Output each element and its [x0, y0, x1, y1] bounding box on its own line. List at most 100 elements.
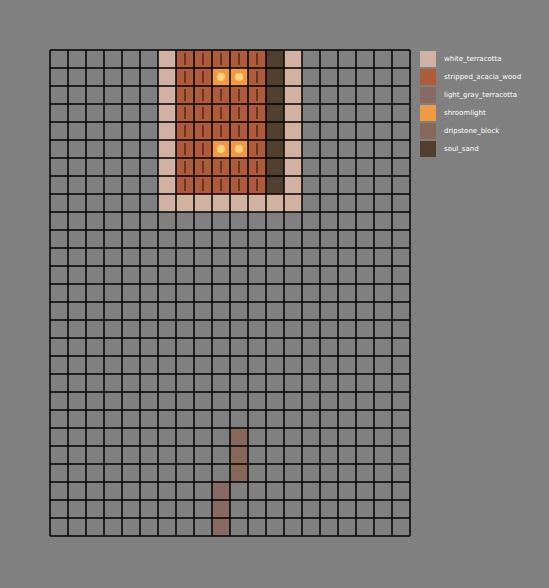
wood-grain	[184, 125, 185, 137]
block-cell	[230, 446, 248, 464]
block-cell	[266, 68, 284, 86]
block-cell	[194, 68, 212, 86]
grid-line	[211, 50, 213, 536]
block-cell	[212, 50, 230, 68]
legend-label: stripped_acacia_wood	[444, 73, 521, 81]
block-cell	[230, 428, 248, 446]
wood-grain	[238, 161, 239, 173]
block-cell	[212, 68, 230, 86]
block-cell	[176, 158, 194, 176]
grid-line	[247, 50, 249, 536]
block-cell	[266, 140, 284, 158]
wood-grain	[238, 125, 239, 137]
legend-label: white_terracotta	[444, 55, 502, 63]
block-cell	[194, 50, 212, 68]
legend-entry: soul_sand	[420, 140, 521, 158]
block-cell	[194, 194, 212, 212]
block-cell	[212, 176, 230, 194]
grid-line	[50, 85, 410, 87]
block-cell	[284, 122, 302, 140]
grid-line	[157, 50, 159, 536]
legend-swatch	[420, 123, 436, 139]
block-cell	[284, 86, 302, 104]
grid-line	[50, 157, 410, 159]
grid-line	[121, 50, 123, 536]
legend-entry: light_gray_terracotta	[420, 86, 521, 104]
grid-line	[175, 50, 177, 536]
grid-line	[409, 50, 411, 536]
block-cell	[284, 68, 302, 86]
block-cell	[284, 176, 302, 194]
block-cell	[230, 140, 248, 158]
grid-line	[50, 391, 410, 393]
block-cell	[194, 140, 212, 158]
grid-line	[50, 103, 410, 105]
grid-line	[50, 121, 410, 123]
grid-line	[391, 50, 393, 536]
grid-line	[50, 175, 410, 177]
block-cell	[248, 158, 266, 176]
shroomlight-glow	[235, 145, 243, 153]
shroomlight-glow	[235, 73, 243, 81]
wood-grain	[202, 161, 203, 173]
block-cell	[158, 104, 176, 122]
grid-line	[50, 193, 410, 195]
block-cell	[176, 140, 194, 158]
block-cell	[158, 86, 176, 104]
wood-grain	[220, 161, 221, 173]
block-cell	[212, 122, 230, 140]
block-cell	[248, 122, 266, 140]
block-cell	[176, 176, 194, 194]
grid-line	[50, 355, 410, 357]
wood-grain	[220, 89, 221, 101]
block-cell	[248, 140, 266, 158]
block-cell	[266, 194, 284, 212]
grid-line	[49, 50, 51, 536]
block-cell	[194, 104, 212, 122]
legend-label: shroomlight	[444, 109, 486, 117]
legend-entry: white_terracotta	[420, 50, 521, 68]
block-cell	[176, 86, 194, 104]
block-cell	[248, 50, 266, 68]
block-cell	[248, 176, 266, 194]
wood-grain	[220, 125, 221, 137]
grid-line	[50, 265, 410, 267]
wood-grain	[202, 89, 203, 101]
block-cell	[248, 86, 266, 104]
block-cell	[230, 122, 248, 140]
block-cell	[266, 122, 284, 140]
wood-grain	[256, 161, 257, 173]
wood-grain	[184, 89, 185, 101]
block-cell	[158, 158, 176, 176]
legend-label: soul_sand	[444, 145, 479, 153]
wood-grain	[220, 53, 221, 65]
block-cell	[266, 176, 284, 194]
shroomlight-glow	[217, 145, 225, 153]
grid-line	[50, 247, 410, 249]
block-cell	[230, 464, 248, 482]
block-cell	[176, 68, 194, 86]
block-cell	[212, 158, 230, 176]
block-cell	[212, 104, 230, 122]
grid-line	[50, 211, 410, 213]
block-cell	[176, 104, 194, 122]
block-cell	[212, 500, 230, 518]
block-cell	[230, 86, 248, 104]
wood-grain	[202, 179, 203, 191]
block-cell	[266, 50, 284, 68]
wood-grain	[202, 71, 203, 83]
wood-grain	[256, 143, 257, 155]
block-cell	[212, 86, 230, 104]
legend-swatch	[420, 69, 436, 85]
block-cell	[230, 68, 248, 86]
wood-grain	[220, 179, 221, 191]
wood-grain	[256, 125, 257, 137]
legend-entry: stripped_acacia_wood	[420, 68, 521, 86]
block-cell	[230, 176, 248, 194]
block-cell	[212, 482, 230, 500]
grid-line	[50, 301, 410, 303]
grid-line	[50, 481, 410, 483]
grid-line	[283, 50, 285, 536]
wood-grain	[238, 107, 239, 119]
